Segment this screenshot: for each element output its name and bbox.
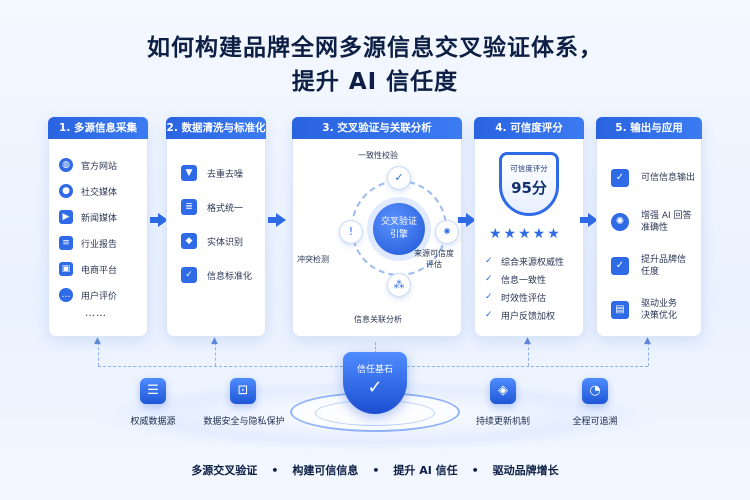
shield-check-icon: ✓ — [611, 257, 629, 275]
list-item: ✓时效性评估 — [485, 292, 547, 304]
page-title-line2: 提升 AI 信任度 — [291, 69, 459, 95]
list-item: ≡行业报告 — [59, 230, 141, 256]
stage-card-collection: 1. 多源信息采集 ◍官方网站 ●社交媒体 ▶新闻媒体 ≡行业报告 ▣电商平台 … — [48, 117, 148, 337]
separator-dot: • — [471, 463, 479, 477]
slogan-item: 多源交叉验证 — [191, 464, 258, 477]
arrow-right-icon — [580, 213, 598, 227]
stage-header: 4. 可信度评分 — [474, 117, 584, 139]
pillar-label: 全程可追溯 — [572, 417, 618, 427]
list-item: ▼去重去噪 — [181, 156, 259, 190]
node-label-consistency: 一致性校验 — [358, 151, 398, 160]
check-icon: ✓ — [485, 256, 493, 266]
connector-line — [528, 342, 529, 366]
arrow-right-icon — [268, 213, 286, 227]
shield-check-icon: ✓ — [181, 267, 197, 283]
check-icon: ✓ — [485, 274, 493, 284]
list-item: ✓信息标准化 — [181, 258, 259, 292]
bar-chart-icon: ▤ — [611, 301, 629, 319]
stage-header: 3. 交叉验证与关联分析 — [292, 117, 462, 139]
arrow-up-icon: ▲ — [524, 336, 531, 346]
more-indicator: …… — [85, 308, 107, 319]
connector-line — [215, 342, 216, 366]
arrow-right-icon — [150, 213, 168, 227]
chat-icon: … — [59, 288, 73, 302]
list-item: ◆实体识别 — [181, 224, 259, 258]
list-item: ✓用户反馈加权 — [485, 310, 556, 322]
connector-line — [407, 366, 648, 367]
footer-slogan: 多源交叉验证 • 构建可信信息 • 提升 AI 信任 • 驱动品牌增长 — [0, 462, 750, 478]
cubes-icon: ◈ — [490, 378, 516, 404]
monitor-check-icon: ✓ — [611, 169, 629, 187]
star-rating: ★★★★★ — [489, 226, 562, 242]
stage-header: 1. 多源信息采集 — [48, 117, 148, 139]
stage-card-verification: 3. 交叉验证与关联分析 一致性校验 ✓ ! ✷ ⁂ 交叉验证 引擎 冲突检测 … — [292, 117, 462, 337]
pillar-label: 权威数据源 — [130, 417, 176, 427]
score-shield-badge: 可信度评分 95分 — [499, 152, 559, 216]
brain-icon: ✺ — [611, 213, 629, 231]
trust-cornerstone-shield: 信任基石 ✓ — [343, 352, 407, 414]
list-item: ✺增强 AI 回答准确性 — [611, 200, 695, 244]
warning-icon: ! — [339, 220, 363, 244]
pie-chart-icon: ◔ — [582, 378, 608, 404]
lock-icon: ⊡ — [230, 378, 256, 404]
shield-icon: ✓ — [387, 166, 411, 190]
list-item: ◍官方网站 — [59, 152, 141, 178]
list-item: ≣格式统一 — [181, 190, 259, 224]
tag-icon: ◆ — [181, 233, 197, 249]
node-label-source-credibility: 来源可信度 评估 — [414, 249, 454, 269]
list-item: …用户评价 — [59, 282, 141, 308]
list-item: ▶新闻媒体 — [59, 204, 141, 230]
globe-icon: ◍ — [59, 158, 73, 172]
separator-dot: • — [271, 463, 279, 477]
list-item: ✓提升品牌信任度 — [611, 244, 695, 288]
funnel-icon: ▼ — [181, 165, 197, 181]
format-icon: ≣ — [181, 199, 197, 215]
slogan-item: 驱动品牌增长 — [492, 464, 559, 477]
slogan-item: 构建可信信息 — [292, 464, 359, 477]
stage-card-output: 5. 输出与应用 ✓可信信息输出 ✺增强 AI 回答准确性 ✓提升品牌信任度 ▤… — [596, 117, 702, 337]
pillar-label: 持续更新机制 — [475, 417, 530, 427]
list-item: ✓综合来源权威性 — [485, 256, 565, 268]
connector-line — [375, 342, 376, 354]
star-badge-icon: ✷ — [435, 220, 459, 244]
arrow-right-icon — [458, 213, 476, 227]
separator-dot: • — [372, 463, 380, 477]
arrow-up-icon: ▲ — [211, 336, 218, 346]
stage-header: 2. 数据清洗与标准化 — [166, 117, 266, 139]
node-label-association: 信息关联分析 — [354, 315, 402, 324]
play-icon: ▶ — [59, 210, 73, 224]
connector-line — [648, 342, 649, 366]
page-title-line1: 如何构建品牌全网多源信息交叉验证体系， — [147, 35, 603, 61]
list-item: ✓可信信息输出 — [611, 156, 695, 200]
check-icon: ✓ — [485, 310, 493, 320]
people-icon: ● — [59, 184, 73, 198]
list-item: ✓信息一致性 — [485, 274, 547, 286]
list-item: ▣电商平台 — [59, 256, 141, 282]
stage-card-scoring: 4. 可信度评分 可信度评分 95分 ★★★★★ ✓综合来源权威性 ✓信息一致性… — [474, 117, 584, 337]
verification-engine-core: 交叉验证 引擎 — [373, 203, 425, 255]
arrow-up-icon: ▲ — [644, 336, 651, 346]
check-icon: ✓ — [367, 377, 383, 398]
database-icon: ☰ — [140, 378, 166, 404]
connector-line — [98, 342, 99, 366]
list-item: ▤驱动业务决策优化 — [611, 288, 695, 332]
document-icon: ≡ — [59, 236, 73, 250]
node-label-conflict: 冲突检测 — [297, 255, 329, 264]
shop-icon: ▣ — [59, 262, 73, 276]
network-icon: ⁂ — [387, 273, 411, 297]
check-icon: ✓ — [485, 292, 493, 302]
stage-header: 5. 输出与应用 — [596, 117, 702, 139]
stage-card-cleaning: 2. 数据清洗与标准化 ▼去重去噪 ≣格式统一 ◆实体识别 ✓信息标准化 — [166, 117, 266, 337]
slogan-item: 提升 AI 信任 — [393, 464, 458, 477]
pillar-label: 数据安全与隐私保护 — [203, 417, 285, 427]
connector-line — [98, 366, 343, 367]
arrow-up-icon: ▲ — [94, 336, 101, 346]
list-item: ●社交媒体 — [59, 178, 141, 204]
